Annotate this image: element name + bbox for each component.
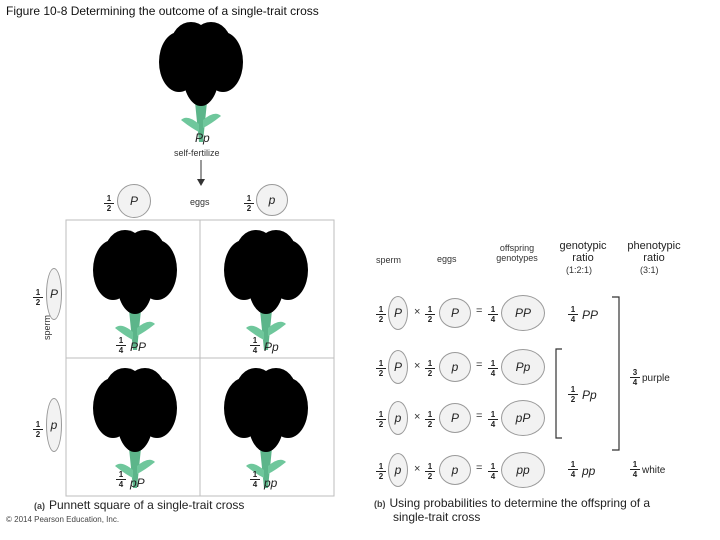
times-sign: × <box>414 306 421 318</box>
header-eggs: eggs <box>437 254 457 264</box>
offspring-flower-pP <box>93 368 177 488</box>
caption-a: (a)Punnett square of a single-trait cros… <box>34 498 245 512</box>
genotypic-result-pp: pp <box>582 464 596 478</box>
equals-sign: = <box>476 359 483 371</box>
sperm-cell-P: P <box>388 296 408 330</box>
zygote-pP: pP <box>501 400 545 436</box>
offspring-genotype-Pp: Pp <box>264 340 279 354</box>
egg-cell-P: P <box>117 184 151 218</box>
offspring-flower-pp <box>224 368 308 488</box>
eggs-label: eggs <box>190 197 210 207</box>
caption-b: (b)Using probabilities to determine the … <box>374 496 651 524</box>
offspring-flower-Pp <box>224 230 308 350</box>
zygote-PP: PP <box>501 295 545 331</box>
equals-sign: = <box>476 462 483 474</box>
sperm-cell-P: P <box>388 350 408 384</box>
equals-sign: = <box>476 410 483 422</box>
genotypic-result-PP: PP <box>582 308 599 322</box>
egg-cell-p: p <box>256 184 288 216</box>
phenotypic-result-white: white <box>642 465 666 476</box>
copyright: © 2014 Pearson Education, Inc. <box>6 515 120 524</box>
sperm-cell-P: P <box>46 268 62 320</box>
parent-flower <box>159 22 243 142</box>
self-fertilize-label: self-fertilize <box>174 148 220 158</box>
offspring-genotype-pP: pP <box>130 476 145 490</box>
header-phenotypic: phenotypic ratio <box>627 240 681 264</box>
times-sign: × <box>414 411 421 423</box>
sperm-label: sperm <box>42 314 52 340</box>
phenotypic-result-purple: purple <box>642 373 670 384</box>
equals-sign: = <box>476 305 483 317</box>
header-genotypic: genotypic ratio <box>559 240 607 264</box>
parent-genotype: Pp <box>195 131 210 145</box>
sperm-cell-p: p <box>388 401 408 435</box>
genotypic-ratio-value: (1:2:1) <box>566 265 593 275</box>
egg-cell-P: P <box>439 403 471 433</box>
phenotypic-ratio-value: (3:1) <box>640 265 659 275</box>
offspring-flower-PP <box>93 230 177 350</box>
sperm-cell-p: p <box>388 453 408 487</box>
egg-cell-p: p <box>439 352 471 382</box>
offspring-genotype-PP: PP <box>130 340 147 354</box>
times-sign: × <box>414 360 421 372</box>
egg-cell-P: P <box>439 298 471 328</box>
zygote-Pp: Pp <box>501 349 545 385</box>
header-sperm: sperm <box>376 255 402 265</box>
egg-cell-p: p <box>439 455 471 485</box>
zygote-pp: pp <box>501 452 545 488</box>
sperm-cell-p: p <box>46 398 62 452</box>
header-offspring: offspring genotypes <box>496 243 538 263</box>
phenotypic-bracket <box>612 296 620 451</box>
genotypic-result-Pp: Pp <box>582 388 597 402</box>
times-sign: × <box>414 463 421 475</box>
genotypic-bracket <box>555 348 562 439</box>
figure-title: Figure 10-8 Determining the outcome of a… <box>6 4 319 18</box>
offspring-genotype-pp: pp <box>264 476 278 490</box>
